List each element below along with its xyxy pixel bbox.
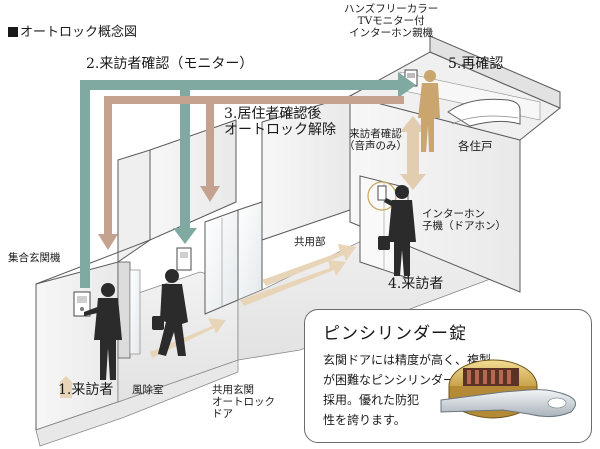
- diagram-title: オートロック概念図: [8, 25, 137, 41]
- inner-entrance-panel-device: [176, 247, 192, 271]
- windbreak-label: 風除室: [132, 384, 164, 396]
- step5-label: 5.再確認: [448, 56, 504, 72]
- visitor-silhouette-door: [378, 185, 416, 276]
- each-unit-label: 各住戸: [458, 139, 493, 153]
- callout-title: ピンシリンダー錠: [323, 324, 467, 344]
- common-area-label: 共用部: [294, 236, 326, 248]
- step1-label: 1.来訪者: [58, 382, 114, 398]
- monitor-label: ハンズフリーカラー TVモニター付 インターホン親機: [344, 3, 439, 40]
- callout-body: 玄関ドアには精度が高く、複製 が困難なピンシリンダー錠を 採用。優れた防犯 性を…: [323, 353, 492, 427]
- entrance-machine-label: 集合玄関機: [8, 252, 61, 264]
- entrance-panel-device: [73, 291, 91, 317]
- monitor-confirm-arrow: [80, 72, 416, 288]
- step2-label: 2.来訪者確認（モニター）: [86, 56, 254, 72]
- resident-silhouette: [418, 70, 440, 152]
- step3-label: 3.居住者確認後 オートロック解除: [224, 106, 336, 139]
- pin-cylinder-lock-image: [433, 340, 589, 440]
- door-phone-device: [367, 181, 397, 211]
- visitor-silhouette-front: [84, 283, 122, 380]
- visitor-path-arrows: [60, 244, 356, 398]
- title-square-icon: [8, 27, 18, 37]
- step4-label: 4.来訪者: [388, 276, 444, 292]
- entrance-door-label: 共用玄関 オートロック ドア: [212, 384, 275, 421]
- visitor-check-label: 来訪者確認 （音声のみ）: [344, 128, 407, 153]
- intercom-child-label: インターホン 子機（ドアホン）: [422, 208, 506, 233]
- visitor-silhouette-walking: [152, 269, 188, 356]
- pin-cylinder-callout: ピンシリンダー錠 玄関ドアには精度が高く、複製 が困難なピンシリンダー錠を 採用…: [304, 309, 592, 443]
- unlock-release-arrow: [98, 96, 404, 250]
- door-to-monitor-arrow: [400, 116, 426, 190]
